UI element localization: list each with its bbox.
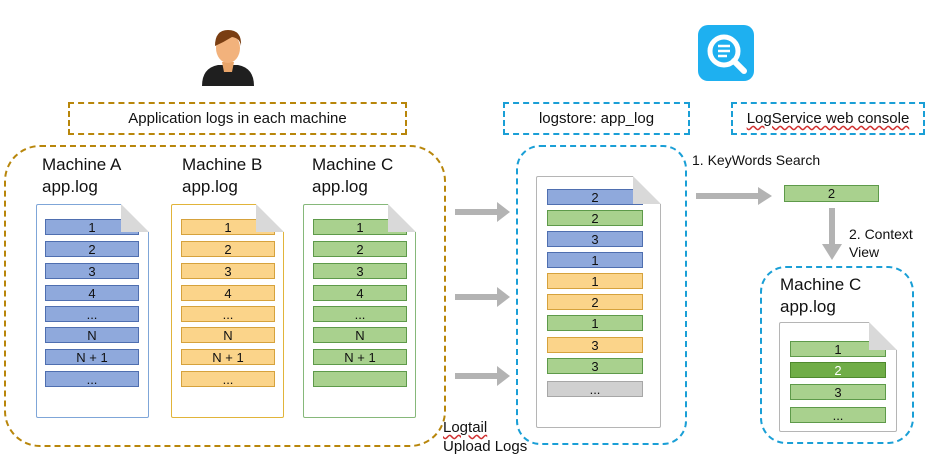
log-row: ... xyxy=(45,306,139,322)
user-icon xyxy=(196,22,260,86)
upload-arrow-icon xyxy=(455,202,510,222)
log-row: 1 xyxy=(547,315,643,331)
upload-arrows xyxy=(455,202,510,386)
context-doc: 1 2 3 ... xyxy=(779,322,897,432)
log-row: 3 xyxy=(181,263,275,279)
console-label-text: LogService web console xyxy=(746,110,910,127)
log-row: N xyxy=(45,327,139,343)
log-row: ... xyxy=(45,371,139,387)
log-row: 3 xyxy=(547,337,643,353)
log-row: ... xyxy=(181,306,275,322)
log-row: 2 xyxy=(313,241,407,257)
context-view-label: 2. Context View xyxy=(849,226,913,260)
log-row: 4 xyxy=(313,285,407,301)
log-row: 2 xyxy=(547,294,643,310)
log-row: 1 xyxy=(313,219,407,235)
machine-c-log: 1 2 3 4 ... N N + 1 xyxy=(303,204,416,418)
log-row: N xyxy=(313,327,407,343)
log-row: ... xyxy=(181,371,275,387)
upload-logs-text: Upload Logs xyxy=(443,438,528,455)
log-row: 2 xyxy=(547,189,643,205)
context-container xyxy=(760,266,914,444)
log-row: 2 xyxy=(547,210,643,226)
log-row: 3 xyxy=(313,263,407,279)
machine-a-log: 1 2 3 4 ... N N + 1 ... xyxy=(36,204,149,418)
log-row: ... xyxy=(547,381,643,397)
logtail-text: Logtail xyxy=(443,419,488,436)
log-row: 1 xyxy=(790,341,886,357)
machines-container xyxy=(4,145,446,447)
keyword-search-label: 1. KeyWords Search xyxy=(692,152,820,168)
log-row: ... xyxy=(790,407,886,423)
upload-arrow-icon xyxy=(455,366,510,386)
keyword-search-text: 1. KeyWords Search xyxy=(692,152,821,168)
log-row: N + 1 xyxy=(181,349,275,365)
log-row: 1 xyxy=(547,273,643,289)
search-result: 2 xyxy=(784,185,879,202)
log-row: 2 xyxy=(181,241,275,257)
log-row: 3 xyxy=(547,358,643,374)
log-row: 1 xyxy=(181,219,275,235)
log-row: 2 xyxy=(45,241,139,257)
log-row: 3 xyxy=(790,384,886,400)
upload-arrow-icon xyxy=(455,287,510,307)
console-label: LogService web console xyxy=(731,102,925,135)
log-row: 3 xyxy=(45,263,139,279)
logstore-label: logstore: app_log xyxy=(503,102,690,135)
log-row: 4 xyxy=(181,285,275,301)
log-row: ... xyxy=(313,306,407,322)
log-row xyxy=(313,371,407,387)
app-logs-label: Application logs in each machine xyxy=(68,102,407,135)
log-row-highlight: 2 xyxy=(790,362,886,378)
machine-b-log: 1 2 3 4 ... N N + 1 ... xyxy=(171,204,284,418)
log-row: 1 xyxy=(547,252,643,268)
log-row: N + 1 xyxy=(313,349,407,365)
logstore-doc: 2 2 3 1 1 2 1 3 3 ... xyxy=(536,176,661,428)
log-row: N + 1 xyxy=(45,349,139,365)
log-row: 3 xyxy=(547,231,643,247)
log-row: N xyxy=(181,327,275,343)
context-arrow-icon xyxy=(822,208,842,260)
log-row: 4 xyxy=(45,285,139,301)
logtail-label: Logtail Upload Logs xyxy=(443,418,527,456)
log-row: 1 xyxy=(45,219,139,235)
search-arrow-icon xyxy=(696,187,772,205)
logservice-icon xyxy=(698,25,754,81)
logstore-container xyxy=(516,145,687,445)
